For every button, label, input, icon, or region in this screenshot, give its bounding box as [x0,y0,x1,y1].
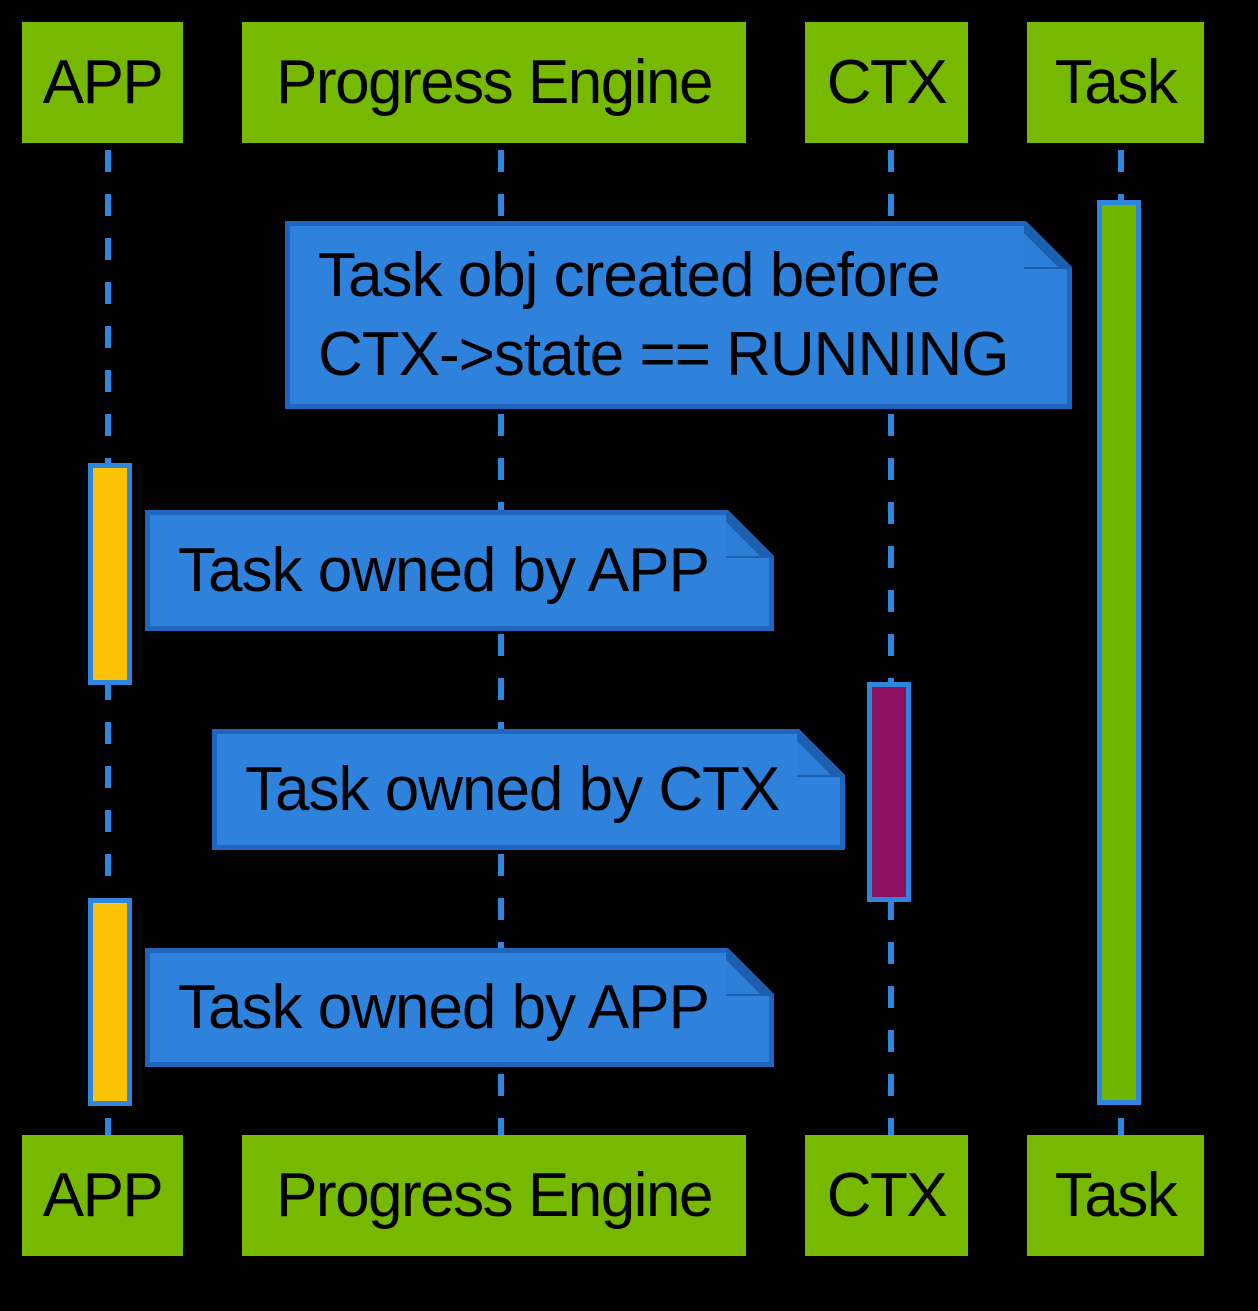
note-task-owned-by-app-2: Task owned by APP [145,948,774,1067]
note-text: Task obj created before CTX->state == RU… [318,240,1009,389]
activation-bar-ctx [867,682,911,902]
actor-label: CTX [826,1161,948,1230]
actor-label: APP [42,1161,164,1230]
actor-label: APP [42,48,164,117]
actor-label: Task [1054,48,1178,117]
folded-corner-icon [726,510,774,558]
actor-label: Progress Engine [276,1161,713,1230]
actor-ctx-top: CTX [805,22,968,143]
actor-progress-engine-bottom: Progress Engine [242,1135,746,1256]
lifeline-progress-engine [498,150,504,1135]
actor-task-top: Task [1027,22,1204,143]
note-body: Task obj created before CTX->state == RU… [290,226,1067,404]
note-task-obj-created: Task obj created before CTX->state == RU… [285,221,1072,409]
activation-bar-task [1097,200,1141,1105]
actor-progress-engine-top: Progress Engine [242,22,746,143]
note-task-owned-by-app-1: Task owned by APP [145,510,774,631]
folded-corner-icon [1024,221,1072,269]
actor-label: Task [1054,1161,1178,1230]
note-text: Task owned by APP [178,972,709,1042]
activation-bar-app-2 [88,898,132,1106]
lifeline-ctx [888,150,894,1135]
note-text: Task owned by APP [178,535,709,605]
actor-app-bottom: APP [22,1135,183,1256]
actor-label: Progress Engine [276,48,713,117]
note-task-owned-by-ctx: Task owned by CTX [212,729,845,850]
folded-corner-icon [726,948,774,996]
actor-task-bottom: Task [1027,1135,1204,1256]
actor-app-top: APP [22,22,183,143]
activation-bar-app-1 [88,463,132,685]
folded-corner-icon [797,729,845,777]
note-body: Task owned by APP [150,515,769,626]
actor-label: CTX [826,48,948,117]
note-text: Task owned by CTX [245,754,780,824]
note-body: Task owned by CTX [217,734,840,845]
note-body: Task owned by APP [150,953,769,1062]
actor-ctx-bottom: CTX [805,1135,968,1256]
